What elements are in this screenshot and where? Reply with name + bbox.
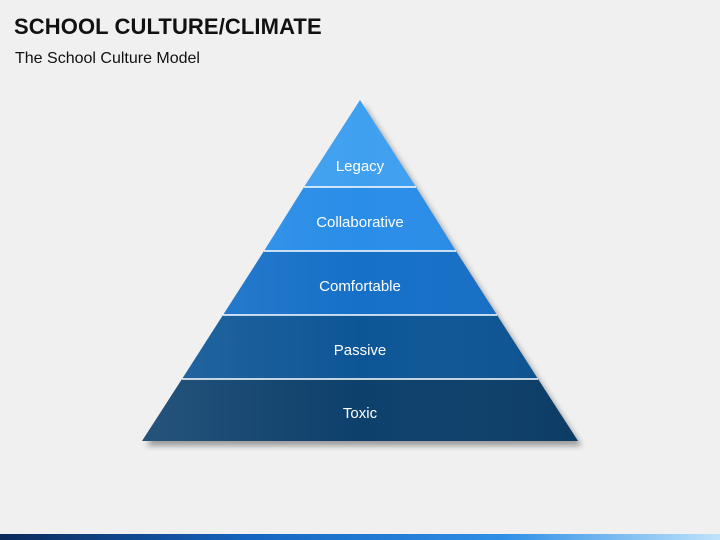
pyramid-label-comfortable: Comfortable: [319, 278, 401, 295]
slide-title: SCHOOL CULTURE/CLIMATE: [14, 14, 322, 39]
slide-subtitle: The School Culture Model: [15, 50, 200, 67]
footer-gradient-bar: [0, 534, 720, 540]
pyramid-label-toxic: Toxic: [343, 405, 378, 422]
pyramid-label-collaborative: Collaborative: [316, 214, 404, 231]
pyramid-label-passive: Passive: [334, 342, 387, 359]
pyramid-label-legacy: Legacy: [336, 158, 385, 175]
